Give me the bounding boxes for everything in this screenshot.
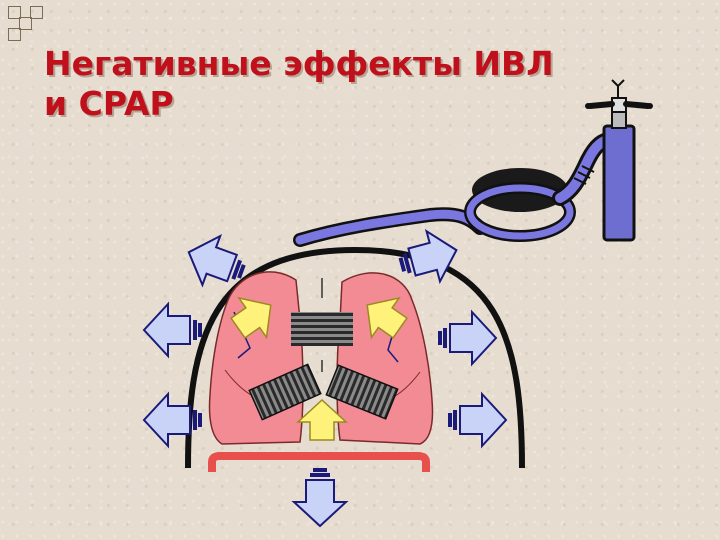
bullet-square-icon [8,6,21,19]
oxygen-tank-icon [602,111,636,242]
coil-spring-icon [248,363,322,421]
ribcage-outline [185,246,525,469]
blue-arrow-icon [292,468,348,528]
blue-arrow-icon [142,302,202,358]
coil-spring-icon [325,364,399,420]
hose [293,132,618,247]
diaphragm [208,452,430,472]
valve-icon [585,79,653,113]
blue-arrow-icon [438,310,498,366]
bullet-square-icon [30,6,43,19]
coil-spring-icon [291,312,353,346]
slide-title: Негативные эффекты ИВЛ и CPAP [44,44,554,124]
blue-arrow-icon [448,392,508,448]
title-line-2: и CPAP [44,84,174,123]
bullet-square-icon [8,28,21,41]
blue-arrow-icon [393,222,466,292]
bullet-square-icon [19,17,32,30]
title-line-1: Негативные эффекты ИВЛ [44,44,554,83]
